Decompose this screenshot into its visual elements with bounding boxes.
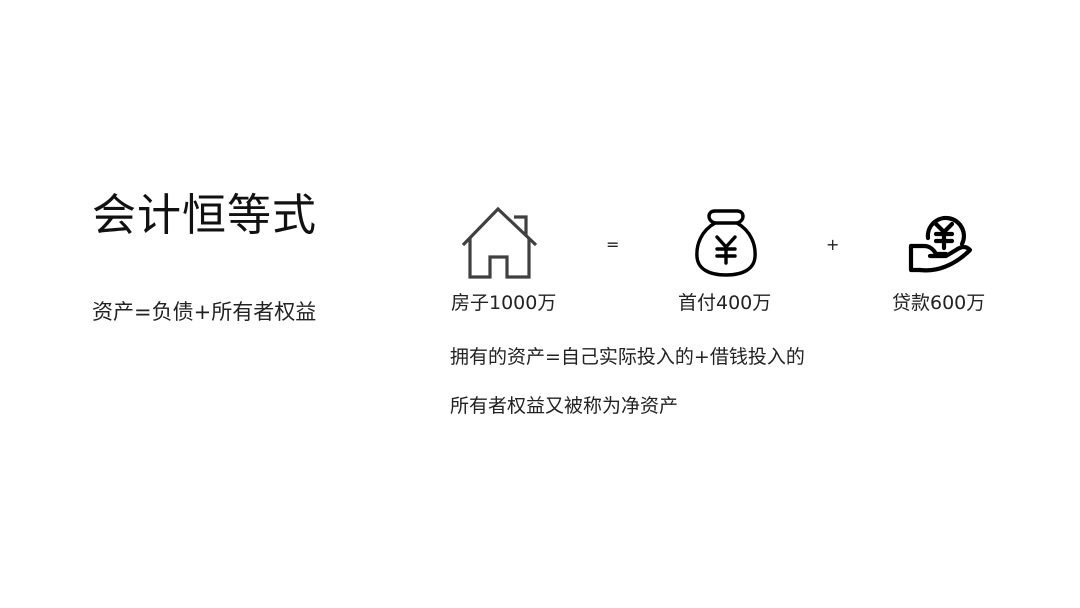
house-label: 房子1000万 bbox=[451, 292, 557, 314]
loan-label: 贷款600万 bbox=[892, 292, 986, 314]
equals-sign: = bbox=[606, 235, 620, 254]
money-bag-yen-icon bbox=[693, 207, 759, 279]
hand-holding-yen-coin-icon bbox=[906, 208, 976, 278]
accounting-formula: 资产=负债+所有者权益 bbox=[92, 300, 317, 324]
house-icon bbox=[460, 205, 540, 283]
explanation-line-1: 拥有的资产=自己实际投入的+借钱投入的 bbox=[450, 346, 805, 368]
down-payment-label: 首付400万 bbox=[678, 292, 772, 314]
plus-sign: + bbox=[826, 235, 840, 254]
slide-title: 会计恒等式 bbox=[92, 190, 317, 241]
explanation-line-2: 所有者权益又被称为净资产 bbox=[450, 395, 679, 417]
